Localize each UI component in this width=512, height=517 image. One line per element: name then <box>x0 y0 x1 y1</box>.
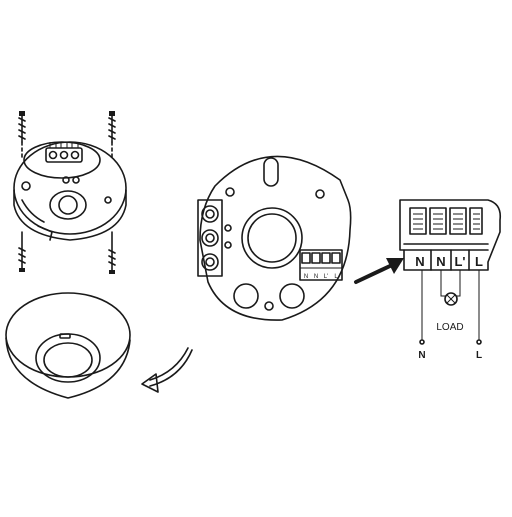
board-adjust-knobs <box>197 199 232 277</box>
board-terminal-label: N <box>314 274 318 280</box>
load-label: LOAD <box>436 322 463 333</box>
board-terminal-label: L' <box>324 274 328 280</box>
terminal-label-n2: N <box>436 254 445 269</box>
board-terminal-label: L <box>334 274 338 280</box>
wiring-lines <box>419 270 482 345</box>
lamp-icon <box>444 292 458 306</box>
terminal-block-enlarged: N N L' L <box>399 199 502 271</box>
terminal-label-l-out: L' <box>454 254 465 269</box>
rotate-arrow-icon <box>141 347 193 393</box>
sensor-board-illustration: N N L' L <box>197 155 352 321</box>
sensor-cover-illustration <box>5 292 131 399</box>
board-terminal-block: N N L' L <box>299 249 343 281</box>
board-terminal-label: N <box>304 274 308 280</box>
screw-right <box>108 111 116 274</box>
terminal-label-l: L <box>475 254 483 269</box>
live-label: L <box>476 350 482 361</box>
neutral-label: N <box>418 350 425 361</box>
arrow-right-icon <box>354 258 404 284</box>
base-terminal-screws <box>45 142 83 163</box>
terminal-screws <box>409 207 483 235</box>
screw-left <box>18 111 26 272</box>
mounting-base-illustration <box>13 111 127 274</box>
terminal-label-n1: N <box>415 254 424 269</box>
